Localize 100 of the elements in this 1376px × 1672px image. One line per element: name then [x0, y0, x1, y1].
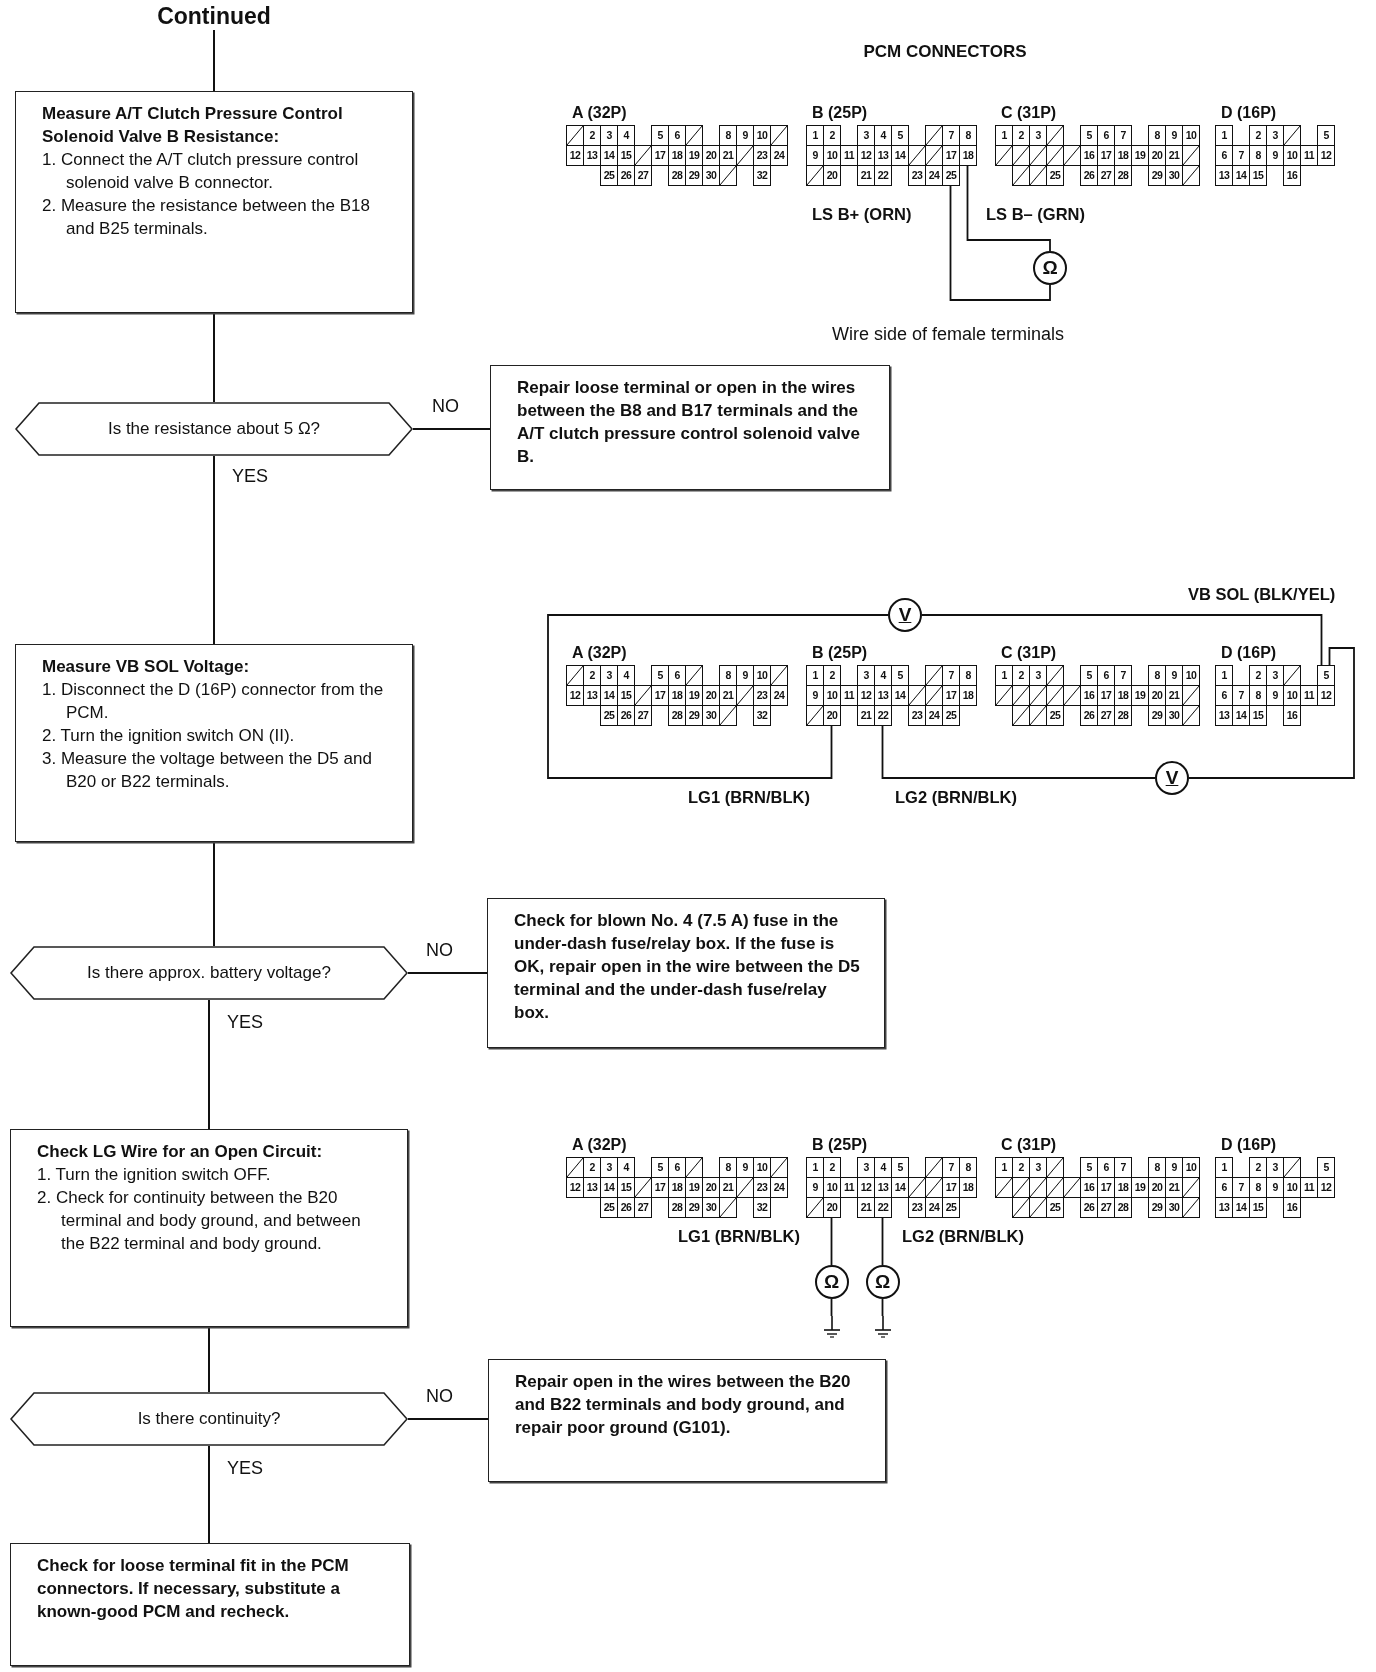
action-text: Check for loose terminal fit in the PCM connectors. If necessary, substitute a known-good PCM and recheck.: [37, 1555, 350, 1623]
terminal-cell: 15: [1249, 165, 1267, 186]
terminal-cell: 12: [566, 1177, 584, 1198]
terminal-cell: 18: [959, 145, 977, 166]
terminal-cell: 8: [959, 125, 977, 146]
flow-line: [407, 1418, 489, 1420]
terminal-cell: 2: [823, 125, 841, 146]
terminal-cell: 16: [1283, 1197, 1301, 1218]
terminal-cell: 28: [1114, 1197, 1132, 1218]
section-heading: PCM CONNECTORS: [863, 42, 1027, 62]
process-box: [15, 644, 413, 842]
terminal-cell: 13: [1215, 165, 1233, 186]
terminal-cell: 5: [651, 125, 669, 146]
wire: [966, 164, 1051, 252]
terminal-cell: 25: [942, 165, 960, 186]
terminal-cell: 2: [1249, 125, 1267, 146]
terminal-cell: 1: [1215, 125, 1233, 146]
terminal-cell: 32: [753, 1197, 771, 1218]
terminal-cell: 23: [908, 165, 926, 186]
terminal-cell: 11: [840, 145, 858, 166]
terminal-cell: 1: [806, 1157, 824, 1178]
terminal-cell: 5: [1080, 125, 1098, 146]
terminal-cell: 19: [1131, 145, 1149, 166]
terminal-cell: 25: [942, 705, 960, 726]
terminal-cell: 28: [668, 1197, 686, 1218]
terminal-cell: 27: [634, 1197, 652, 1218]
terminal-cell: 29: [1148, 165, 1166, 186]
terminal-cell: 5: [891, 125, 909, 146]
step-text: 1. Turn the ignition switch OFF.: [37, 1164, 272, 1186]
terminal-cell: 25: [1046, 165, 1064, 186]
question-text: Is the resistance about 5 Ω?: [107, 419, 321, 439]
terminal-cell: 1: [1215, 665, 1233, 686]
terminal-cell: 1: [995, 665, 1013, 686]
terminal-cell: 3: [857, 125, 875, 146]
step-text: 2. Turn the ignition switch ON (II).: [42, 725, 296, 747]
action-text: Repair loose terminal or open in the wires between the B8 and B17 terminals and the A/T clutch pressure control solenoid valve B.: [517, 377, 861, 468]
terminal-cell: 5: [651, 1157, 669, 1178]
wire: [547, 614, 889, 779]
ohmmeter-symbol: Ω: [1033, 251, 1067, 285]
terminal-cell: 19: [1131, 1177, 1149, 1198]
terminal-cell: 20: [823, 1197, 841, 1218]
step-text: 3. Measure the voltage between the D5 and B20 or B22 terminals.: [42, 748, 373, 793]
terminal-cell: 26: [1080, 165, 1098, 186]
terminal-cell: 8: [719, 125, 737, 146]
terminal-cell: 13: [1215, 1197, 1233, 1218]
step-text: 2. Check for continuity between the B20 terminal and body ground, and between the B22 terminal and body ground.: [37, 1187, 362, 1255]
flow-line: [208, 1326, 210, 1393]
terminal-cell: 24: [770, 685, 788, 706]
terminal-cell: 20: [823, 705, 841, 726]
terminal-cell: 10: [1182, 665, 1200, 686]
terminal-cell: 1: [995, 125, 1013, 146]
step-heading: Measure A/T Clutch Pressure Control Solenoid Valve B Resistance:: [42, 103, 344, 148]
terminal-cell: 3: [857, 1157, 875, 1178]
flow-line: [208, 999, 210, 1130]
terminal-cell: 28: [668, 165, 686, 186]
terminal-cell: 8: [719, 1157, 737, 1178]
terminal-cell: 22: [874, 165, 892, 186]
terminal-cell: 12: [1317, 1177, 1335, 1198]
terminal-cell: 7: [1114, 125, 1132, 146]
flow-line: [412, 428, 491, 430]
process-box: [488, 1359, 886, 1482]
terminal-cell: 12: [1317, 145, 1335, 166]
terminal-cell: 22: [874, 705, 892, 726]
step-text: 1. Connect the A/T clutch pressure control solenoid valve B connector.: [42, 149, 360, 194]
terminal-cell: 4: [617, 1157, 635, 1178]
terminal-cell: 11: [1300, 145, 1318, 166]
wire: [830, 1216, 833, 1266]
terminal-cell: 10: [1182, 1157, 1200, 1178]
step-text: 1. Disconnect the D (16P) connector from the PCM.: [42, 679, 385, 724]
terminal-cell: 8: [719, 665, 737, 686]
terminal-cell: 19: [1131, 685, 1149, 706]
terminal-cell: 11: [840, 1177, 858, 1198]
terminal-cell: 18: [959, 1177, 977, 1198]
terminal-cell: 15: [1249, 1197, 1267, 1218]
wire: [1188, 647, 1355, 779]
terminal-cell: 15: [1249, 705, 1267, 726]
terminal-cell: 28: [668, 705, 686, 726]
terminal-cell: 5: [1317, 665, 1335, 686]
terminal-cell: 2: [823, 1157, 841, 1178]
wire: [881, 724, 1156, 779]
terminal-cell: 10: [1182, 125, 1200, 146]
terminal-cell: 23: [908, 1197, 926, 1218]
terminal-cell: 12: [566, 685, 584, 706]
flow-line: [407, 972, 488, 974]
ohmmeter-symbol: Ω: [814, 1265, 849, 1299]
connector-label: C (31P): [1000, 103, 1057, 123]
connector-label: A (32P): [571, 1135, 627, 1155]
wire: [881, 1216, 884, 1266]
flow-line: [213, 455, 215, 645]
terminal-cell: 5: [1080, 1157, 1098, 1178]
connector-label: D (16P): [1220, 1135, 1277, 1155]
terminal-cell: 27: [634, 705, 652, 726]
terminal-cell: 11: [1300, 685, 1318, 706]
terminal-cell: 5: [651, 665, 669, 686]
terminal-cell: 25: [600, 1197, 618, 1218]
terminal-cell: 25: [1046, 705, 1064, 726]
terminal-cell: 11: [1300, 1177, 1318, 1198]
question-text: Is there approx. battery voltage?: [87, 963, 331, 983]
terminal-cell: 8: [959, 665, 977, 686]
terminal-cell: 5: [1080, 665, 1098, 686]
